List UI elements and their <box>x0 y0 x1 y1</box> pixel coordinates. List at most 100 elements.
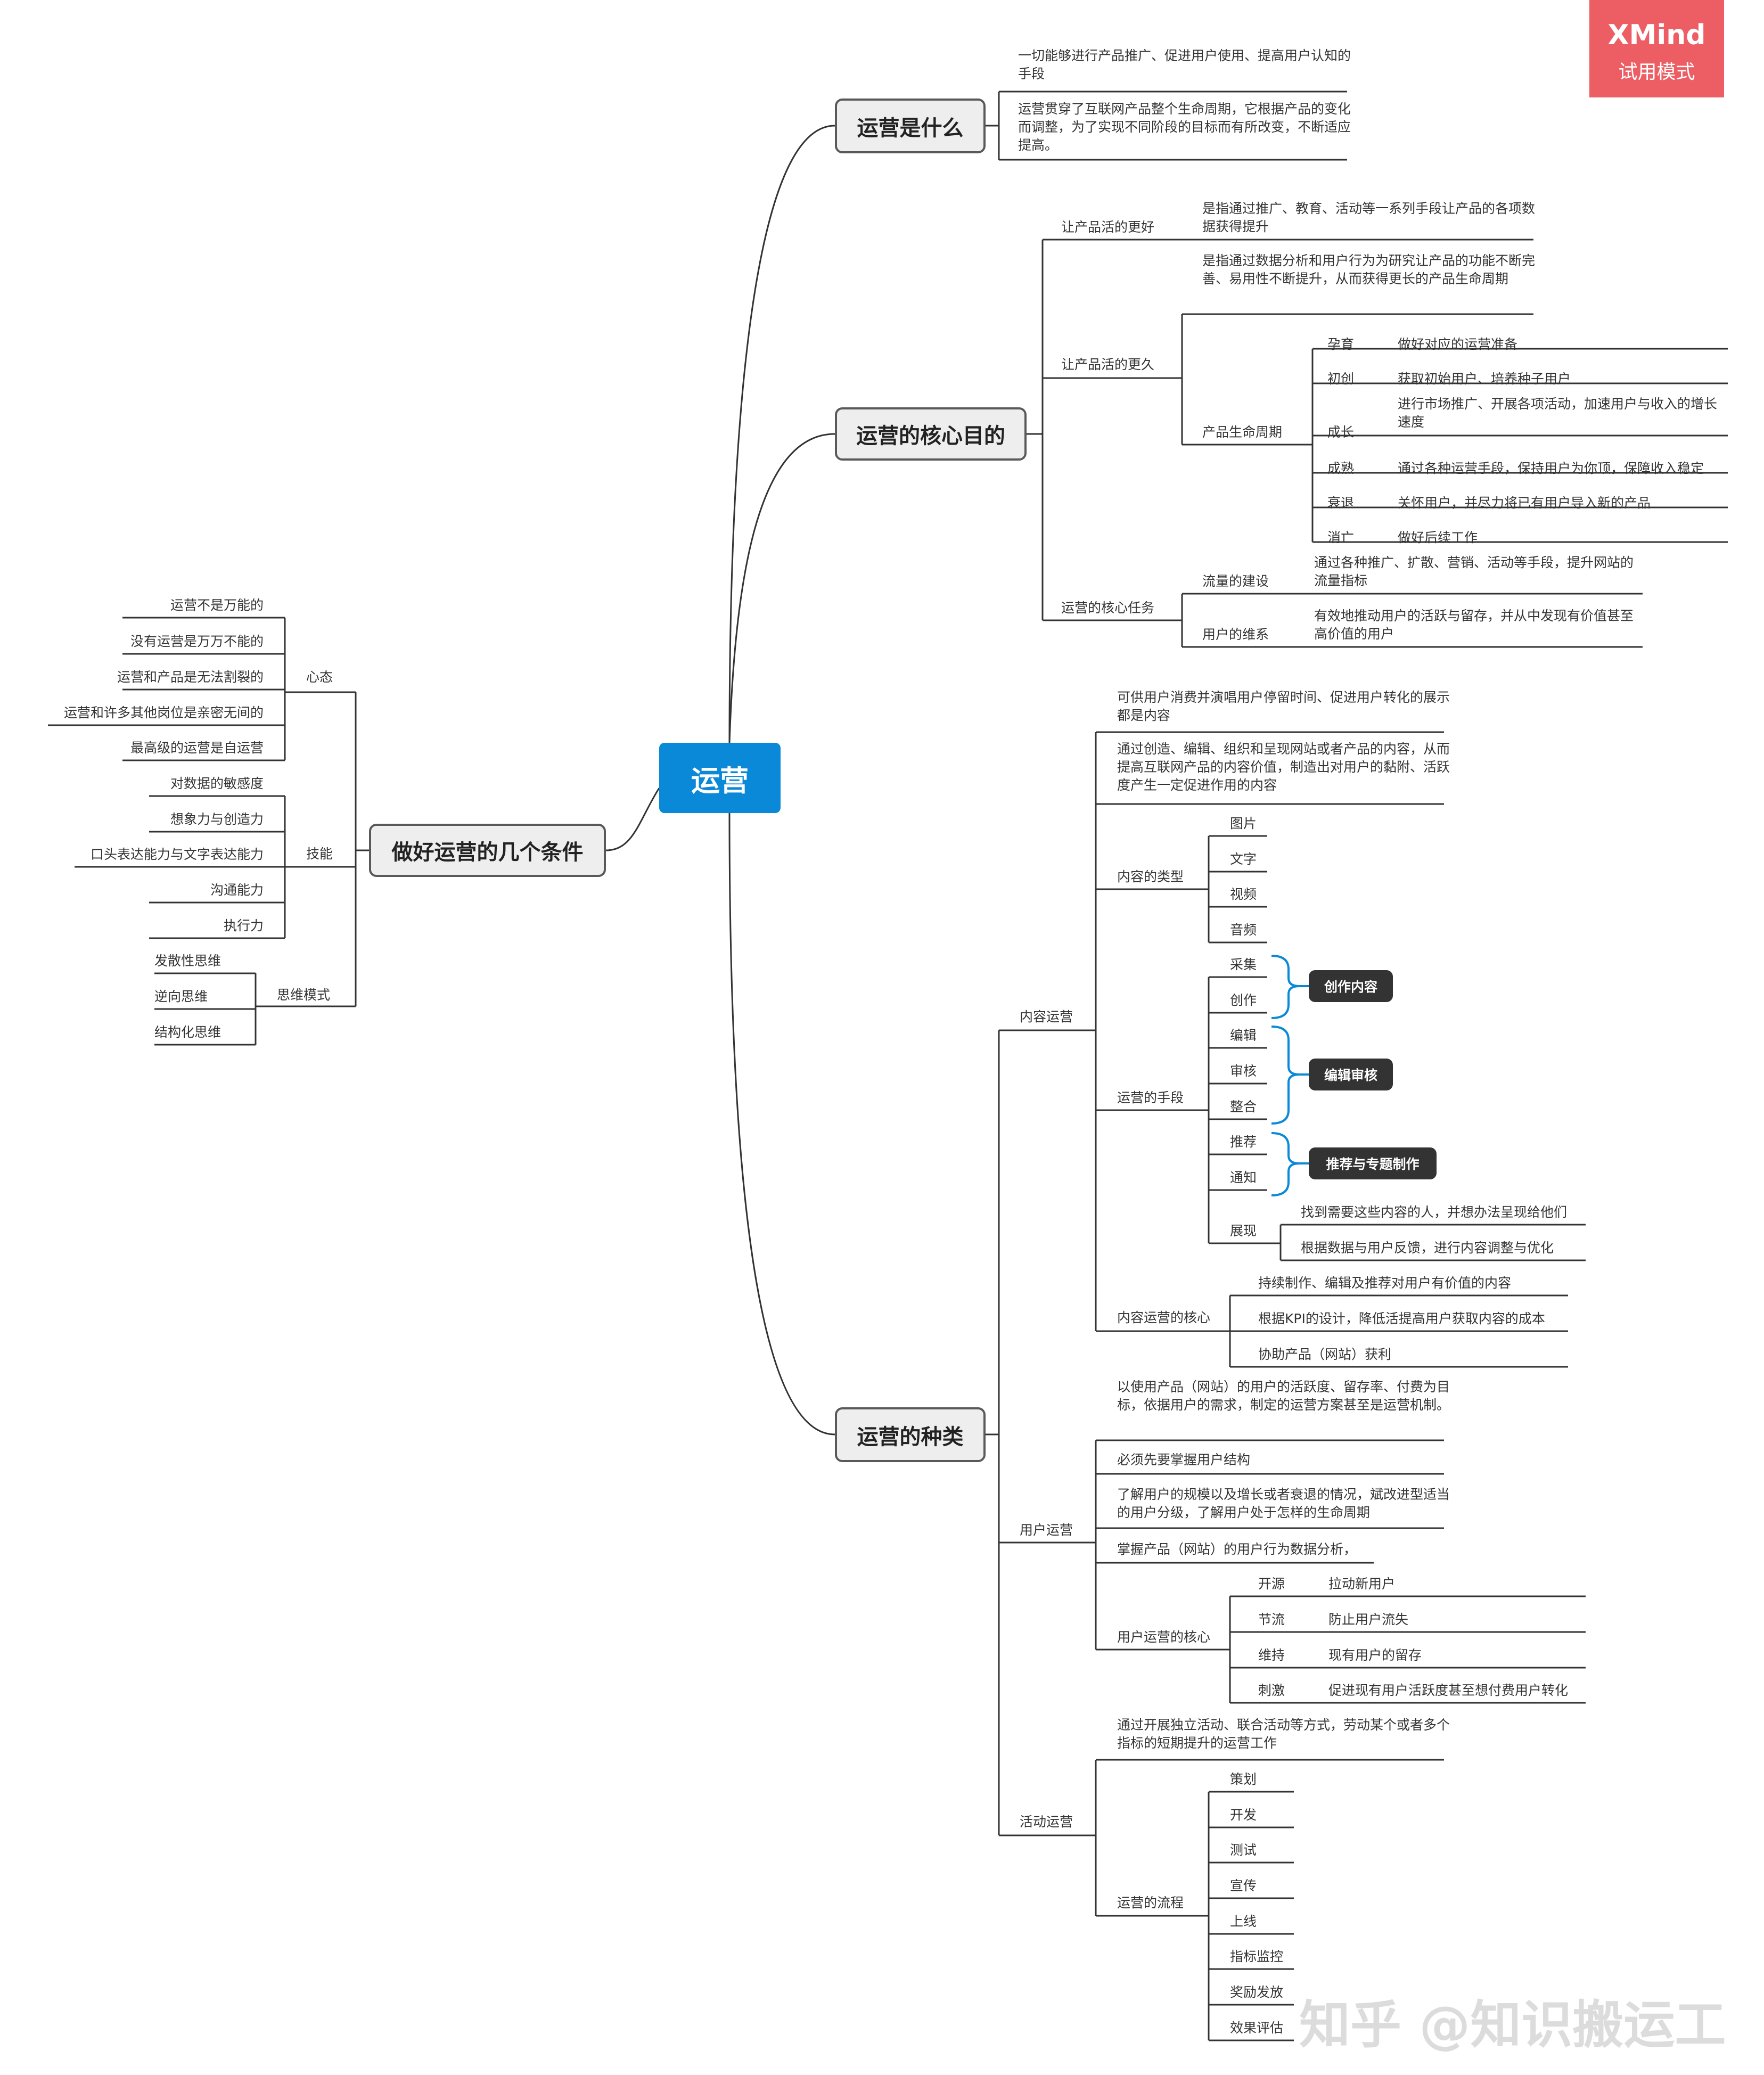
content-type-1[interactable]: 文字 <box>1230 851 1257 867</box>
purpose-longer-label[interactable]: 让产品活的更久 <box>1061 357 1155 372</box>
stage-5-desc[interactable]: 做好后续工作 <box>1398 530 1478 545</box>
tasks-bracket <box>1174 594 1183 647</box>
task-0-desc[interactable]: 通过各种推广、扩散、营销、活动等手段，提升网站的流量指标 <box>1314 555 1634 588</box>
purpose-tasks-label[interactable]: 运营的核心任务 <box>1061 600 1155 616</box>
skill-item-2[interactable]: 口头表达能力与文字表达能力 <box>90 847 264 862</box>
skill-item-4[interactable]: 执行力 <box>223 918 264 933</box>
topic-what-is-operation[interactable]: 运营是什么 <box>835 99 986 153</box>
stage-5-name[interactable]: 消亡 <box>1327 530 1355 545</box>
user-core-1-desc[interactable]: 防止用户流失 <box>1328 1612 1409 1627</box>
mind-item-0[interactable]: 运营不是万能的 <box>170 597 264 613</box>
skill-item-1[interactable]: 想象力与创造力 <box>170 811 264 827</box>
central-topic[interactable]: 运营 <box>659 743 781 813</box>
what-desc-2[interactable]: 运营贯穿了互联网产品整个生命周期，它根据产品的变化而调整，为了实现不同阶段的目标… <box>1018 101 1351 153</box>
content-label[interactable]: 内容运营 <box>1020 1009 1073 1024</box>
activity-desc[interactable]: 通过开展独立活动、联合活动等方式，劳动某个或者多个指标的短期提升的运营工作 <box>1117 1717 1450 1751</box>
group-tag-create[interactable]: 创作内容 <box>1309 970 1393 1002</box>
flow-step-0[interactable]: 策划 <box>1230 1771 1257 1787</box>
topic-conditions[interactable]: 做好运营的几个条件 <box>369 824 606 877</box>
topic-core-purpose[interactable]: 运营的核心目的 <box>835 407 1027 461</box>
user-core-2-desc[interactable]: 现有用户的留存 <box>1328 1647 1422 1663</box>
flow-step-6[interactable]: 奖励发放 <box>1230 1984 1284 2000</box>
content-desc-2[interactable]: 通过创造、编辑、组织和呈现网站或者产品的内容，从而提高互联网产品的内容价值，制造… <box>1117 741 1450 793</box>
content-type-0[interactable]: 图片 <box>1230 816 1257 831</box>
topic-operation-types[interactable]: 运营的种类 <box>835 1407 986 1462</box>
content-means-5[interactable]: 推荐 <box>1230 1134 1257 1150</box>
content-means-label[interactable]: 运营的手段 <box>1117 1090 1184 1105</box>
user-desc-2[interactable]: 必须先要掌握用户结构 <box>1117 1452 1251 1467</box>
flow-step-4[interactable]: 上线 <box>1230 1914 1257 1929</box>
content-type-3[interactable]: 音频 <box>1230 922 1257 938</box>
group-tag-recommend[interactable]: 推荐与专题制作 <box>1309 1147 1437 1179</box>
group-tag-edit[interactable]: 编辑审核 <box>1309 1059 1393 1090</box>
activity-flow-label[interactable]: 运营的流程 <box>1117 1895 1184 1910</box>
xmind-trial-badge[interactable]: XMind 试用模式 <box>1589 0 1724 97</box>
flow-step-2[interactable]: 测试 <box>1230 1842 1257 1858</box>
user-desc-4[interactable]: 掌握产品（网站）的用户行为数据分析， <box>1117 1541 1357 1557</box>
mind-item-2[interactable]: 运营和产品是无法割裂的 <box>117 669 264 685</box>
stage-2-desc[interactable]: 进行市场推广、开展各项活动，加速用户与收入的增长速度 <box>1398 396 1718 430</box>
purpose-better-desc[interactable]: 是指通过推广、教育、活动等一系列手段让产品的各项数据获得提升 <box>1202 201 1536 234</box>
task-1-desc[interactable]: 有效地推动用户的活跃与留存，并从中发现有价值甚至高价值的用户 <box>1314 608 1634 642</box>
display-1[interactable]: 根据数据与用户反馈，进行内容调整与优化 <box>1301 1240 1554 1256</box>
content-means-6[interactable]: 通知 <box>1230 1170 1257 1185</box>
user-core-1-name[interactable]: 节流 <box>1258 1612 1285 1627</box>
activity-label[interactable]: 活动运营 <box>1020 1814 1073 1830</box>
task-0-name[interactable]: 流量的建设 <box>1202 573 1269 589</box>
user-core-label[interactable]: 用户运营的核心 <box>1117 1629 1211 1645</box>
stage-0-desc[interactable]: 做好对应的运营准备 <box>1398 337 1518 352</box>
think-item-0[interactable]: 发散性思维 <box>154 953 221 969</box>
skill-item-0[interactable]: 对数据的敏感度 <box>170 776 264 791</box>
purpose-longer-desc[interactable]: 是指通过数据分析和用户行为为研究让产品的功能不断完善、易用性不断提升，从而获得更… <box>1202 253 1536 286</box>
mind-item-4[interactable]: 最高级的运营是自运营 <box>130 740 264 756</box>
user-core-3-name[interactable]: 刺激 <box>1258 1683 1285 1698</box>
think-item-2[interactable]: 结构化思维 <box>154 1024 221 1040</box>
stage-1-name[interactable]: 初创 <box>1327 371 1355 387</box>
stage-4-name[interactable]: 衰退 <box>1327 495 1355 511</box>
content-means-3[interactable]: 审核 <box>1230 1063 1257 1079</box>
content-core-2[interactable]: 协助产品（网站）获利 <box>1258 1347 1392 1362</box>
content-core-1[interactable]: 根据KPI的设计，降低活提高用户获取内容的成本 <box>1258 1311 1545 1326</box>
user-core-0-desc[interactable]: 拉动新用户 <box>1328 1576 1396 1592</box>
user-desc-3[interactable]: 了解用户的规模以及增长或者衰退的情况，斌改进型适当的用户分级，了解用户处于怎样的… <box>1117 1487 1450 1520</box>
content-desc-1[interactable]: 可供用户消费并演唱用户停留时间、促进用户转化的展示都是内容 <box>1117 690 1450 723</box>
purpose-better-label[interactable]: 让产品活的更好 <box>1061 219 1155 235</box>
content-core-label[interactable]: 内容运营的核心 <box>1117 1310 1211 1325</box>
user-core-0-name[interactable]: 开源 <box>1258 1576 1285 1592</box>
stage-3-name[interactable]: 成熟 <box>1327 461 1355 476</box>
mind-item-1[interactable]: 没有运营是万万不能的 <box>130 634 264 649</box>
flow-step-5[interactable]: 指标监控 <box>1230 1949 1284 1964</box>
stage-0-name[interactable]: 孕育 <box>1327 337 1355 352</box>
task-1-name[interactable]: 用户的维系 <box>1202 627 1269 642</box>
content-display-label[interactable]: 展现 <box>1230 1223 1257 1239</box>
display-0[interactable]: 找到需要这些内容的人，并想办法呈现给他们 <box>1301 1204 1568 1220</box>
stage-2-name[interactable]: 成长 <box>1327 424 1355 440</box>
content-type-2[interactable]: 视频 <box>1230 887 1257 902</box>
what-desc-1[interactable]: 一切能够进行产品推广、促进用户使用、提高用户认知的手段 <box>1018 48 1351 81</box>
content-means-4[interactable]: 整合 <box>1230 1099 1257 1114</box>
think-label[interactable]: 思维模式 <box>277 987 331 1003</box>
mind-label[interactable]: 心态 <box>306 669 333 685</box>
flow-step-3[interactable]: 宣传 <box>1230 1878 1257 1893</box>
badge-title: XMind <box>1607 19 1706 51</box>
lifecycle-label[interactable]: 产品生命周期 <box>1202 424 1283 440</box>
mind-item-3[interactable]: 运营和许多其他岗位是亲密无间的 <box>63 705 264 720</box>
content-means-0[interactable]: 采集 <box>1230 957 1257 972</box>
stage-3-desc[interactable]: 通过各种运营手段，保持用户为你顶，保障收入稳定 <box>1398 461 1704 476</box>
think-item-1[interactable]: 逆向思维 <box>154 989 208 1004</box>
content-types-label[interactable]: 内容的类型 <box>1117 869 1184 884</box>
skill-item-3[interactable]: 沟通能力 <box>210 882 264 898</box>
user-core-3-desc[interactable]: 促进现有用户活跃度甚至想付费用户转化 <box>1328 1683 1569 1698</box>
content-means-1[interactable]: 创作 <box>1230 993 1257 1008</box>
user-core-2-name[interactable]: 维持 <box>1258 1647 1285 1663</box>
content-means-2[interactable]: 编辑 <box>1230 1028 1257 1043</box>
user-label[interactable]: 用户运营 <box>1020 1522 1073 1538</box>
stage-1-desc[interactable]: 获取初始用户、培养种子用户 <box>1398 371 1571 387</box>
skill-label[interactable]: 技能 <box>306 846 333 862</box>
group-bracket-0 <box>1271 955 1300 1019</box>
stage-4-desc[interactable]: 关怀用户，并尽力将已有用户导入新的产品 <box>1398 495 1651 511</box>
user-desc-1[interactable]: 以使用产品（网站）的用户的活跃度、留存率、付费为目标，依据用户的需求，制定的运营… <box>1117 1379 1450 1413</box>
flow-step-7[interactable]: 效果评估 <box>1230 2020 1284 2036</box>
content-core-0[interactable]: 持续制作、编辑及推荐对用户有价值的内容 <box>1258 1275 1512 1291</box>
flow-step-1[interactable]: 开发 <box>1230 1807 1257 1823</box>
